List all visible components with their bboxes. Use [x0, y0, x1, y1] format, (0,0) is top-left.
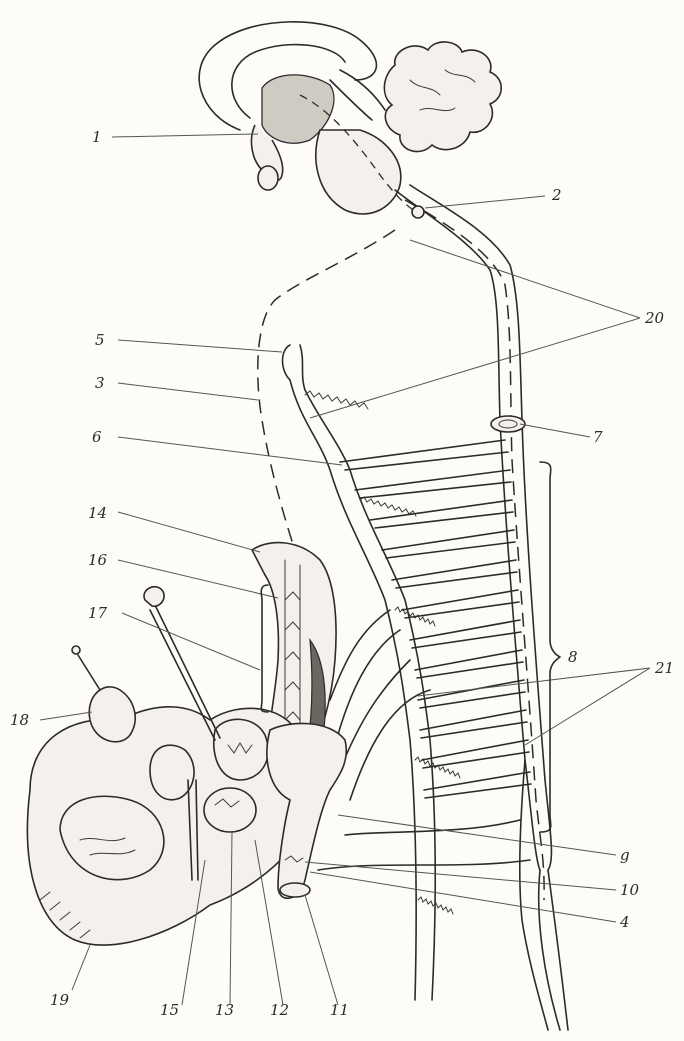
- label-7: 7: [593, 428, 603, 446]
- label-21: 21: [654, 659, 674, 677]
- label-12: 12: [270, 1001, 289, 1019]
- label-6: 6: [92, 428, 102, 446]
- label-11: 11: [330, 1001, 349, 1019]
- bracket-17: [261, 585, 268, 712]
- label-14: 14: [88, 504, 107, 522]
- brain: [199, 22, 501, 214]
- label-1: 1: [92, 128, 102, 146]
- bracket-8: [540, 462, 560, 832]
- label-4: 4: [619, 913, 630, 931]
- label-3: 3: [95, 374, 105, 392]
- label-16: 16: [88, 551, 108, 569]
- label-18: 18: [10, 711, 29, 729]
- label-8: 8: [568, 648, 578, 666]
- label-20: 20: [644, 309, 665, 327]
- label-19: 19: [50, 991, 70, 1009]
- label-2: 2: [551, 186, 562, 204]
- label-9: g: [620, 846, 630, 864]
- label-17: 17: [88, 604, 108, 622]
- label-10: 10: [620, 881, 640, 899]
- label-15: 15: [160, 1001, 179, 1019]
- label-5: 5: [95, 331, 105, 349]
- label-13: 13: [215, 1001, 234, 1019]
- rami-communicantes: [318, 440, 531, 870]
